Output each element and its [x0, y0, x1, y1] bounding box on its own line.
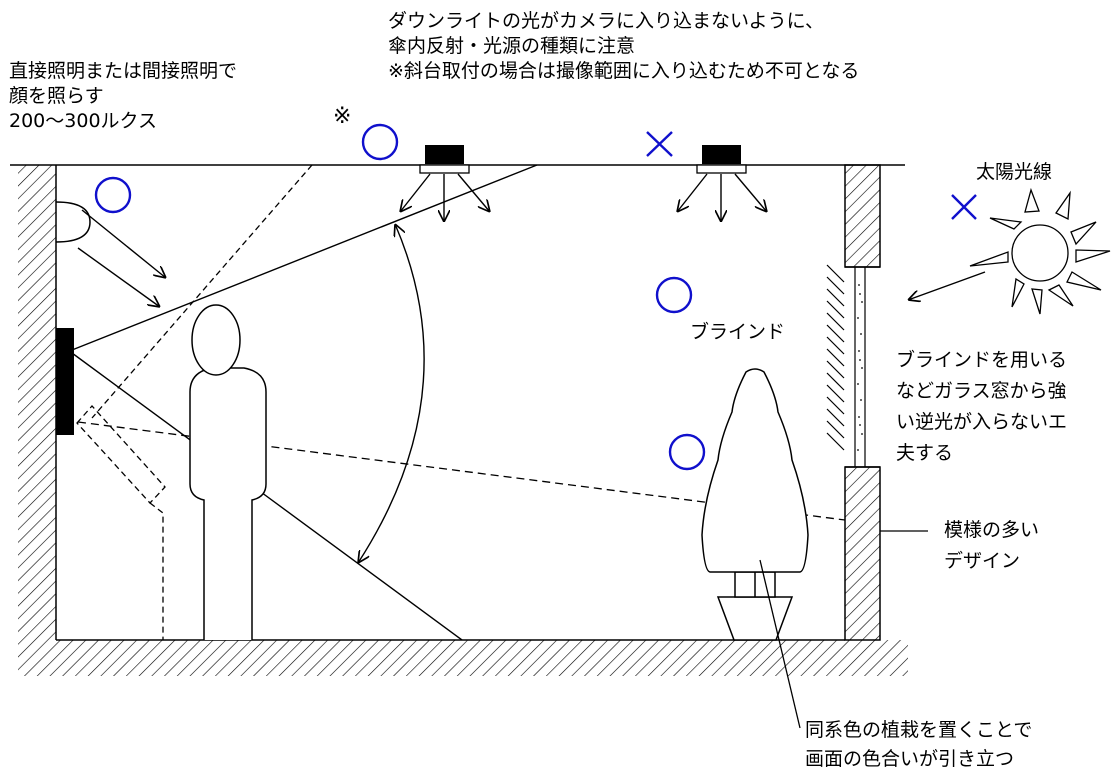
view-line-lower — [71, 352, 463, 641]
sun-ray-arrow — [908, 271, 986, 300]
lighting-note: 直接照明または間接照明で 顔を照らす 200〜300ルクス — [9, 59, 237, 134]
plant-leader — [759, 559, 801, 729]
wall-note: 模様の多い デザイン — [944, 515, 1039, 577]
wall-note-line-1: 模様の多い — [944, 519, 1040, 541]
blind — [826, 264, 845, 451]
lamp-arrow-lower — [77, 247, 160, 307]
right-wall-lower — [844, 466, 881, 641]
lighting-note-line-1: 直接照明または間接照明で — [9, 60, 238, 82]
sun-icon — [969, 187, 1111, 315]
view-angle-arc — [358, 224, 425, 563]
tilted-mount — [76, 164, 313, 640]
plant — [701, 368, 809, 641]
ok-marks — [94, 123, 706, 471]
downlight-note-line-3: ※斜台取付の場合は撮像範囲に入り込むため不可となる — [388, 60, 860, 82]
floor — [18, 639, 908, 676]
window-note-line-4: 夫する — [896, 442, 954, 464]
lamp-arrow-upper — [81, 209, 166, 278]
wall-note-line-2: デザイン — [944, 550, 1021, 572]
blind-label: ブラインド — [690, 321, 786, 343]
downlight-note-line-1: ダウンライトの光がカメラに入り込まないように、 — [388, 10, 825, 32]
downlight-note: ダウンライトの光がカメラに入り込まないように、 傘内反射・光源の種類に注意 ※斜… — [388, 9, 859, 84]
window-note-line-3: い逆光が入らないエ — [896, 411, 1068, 433]
right-wall-upper — [844, 164, 881, 268]
lighting-note-line-2: 顔を照らす — [9, 85, 104, 107]
camera — [56, 328, 74, 435]
plant-note: 同系色の植栽を置くことで 画面の色合いが引き立つ — [805, 716, 1032, 774]
view-line-upper — [71, 164, 538, 351]
person — [189, 304, 267, 640]
window-note-line-2: などガラス窓から強 — [896, 380, 1067, 402]
ok-mark-downlight — [361, 123, 399, 161]
ng-marks — [646, 131, 977, 220]
ok-mark-plant — [668, 433, 706, 471]
ng-mark-downlight — [646, 131, 673, 157]
window-note-line-1: ブラインドを用いる — [896, 349, 1068, 371]
window-note: ブラインドを用いる などガラス窓から強 い逆光が入らないエ 夫する — [896, 345, 1067, 469]
ok-mark-lighting — [94, 176, 132, 214]
lighting-note-line-3: 200〜300ルクス — [9, 110, 157, 132]
ok-mark-blind — [655, 276, 693, 314]
downlight-left — [400, 145, 490, 222]
plant-note-line-2: 画面の色合いが引き立つ — [805, 748, 1015, 770]
wall-lamp — [55, 201, 91, 243]
asterisk-mark: ※ — [333, 104, 352, 129]
downlight-note-line-2: 傘内反射・光源の種類に注意 — [388, 35, 636, 57]
ng-mark-sun — [951, 194, 977, 220]
downlight-right — [677, 145, 767, 222]
left-wall — [18, 165, 57, 640]
plant-note-line-1: 同系色の植栽を置くことで — [805, 719, 1033, 741]
window-glass — [845, 266, 880, 468]
sun-label: 太陽光線 — [976, 161, 1053, 183]
